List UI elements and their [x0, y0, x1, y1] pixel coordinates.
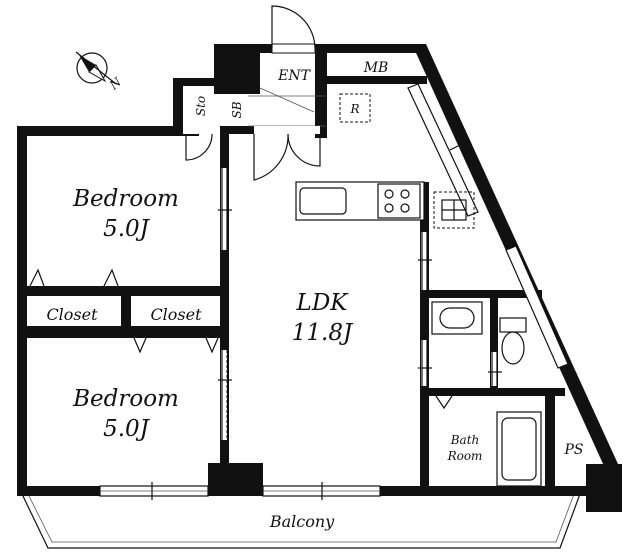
windows: [99, 83, 569, 500]
refrigerator-label: R: [349, 102, 359, 116]
balcony-label: Balcony: [269, 512, 335, 531]
washbasin: [431, 301, 483, 335]
bedroom-lower-label: Bedroom: [72, 386, 179, 412]
compass-icon: N: [75, 51, 124, 93]
closet-left-label: Closet: [46, 305, 98, 324]
compass-north-label: N: [106, 75, 124, 93]
toilet: [499, 317, 527, 365]
storage-door: [183, 126, 220, 161]
washer-space: [433, 191, 475, 229]
hall-door: [253, 126, 321, 181]
bath-label-line2: Room: [447, 449, 483, 463]
door-marks: [29, 168, 502, 440]
bath-label-line1: Bath: [450, 433, 480, 447]
bedroom-lower-size: 5.0J: [103, 416, 151, 442]
bedroom-upper-size: 5.0J: [103, 216, 151, 242]
ps-label: PS: [563, 442, 583, 458]
refrigerator-spot: [339, 93, 371, 123]
bathtub: [496, 411, 542, 487]
kitchen-counter: [295, 181, 425, 221]
sto-label: Sto: [194, 96, 208, 116]
sb-label: SB: [230, 101, 244, 118]
ldk-label: LDK: [296, 290, 350, 316]
mb-label: MB: [363, 60, 389, 76]
ent-label: ENT: [277, 68, 311, 84]
ldk-size: 11.8J: [292, 320, 354, 346]
bedroom-upper-label: Bedroom: [72, 186, 179, 212]
closet-right-label: Closet: [150, 305, 202, 324]
